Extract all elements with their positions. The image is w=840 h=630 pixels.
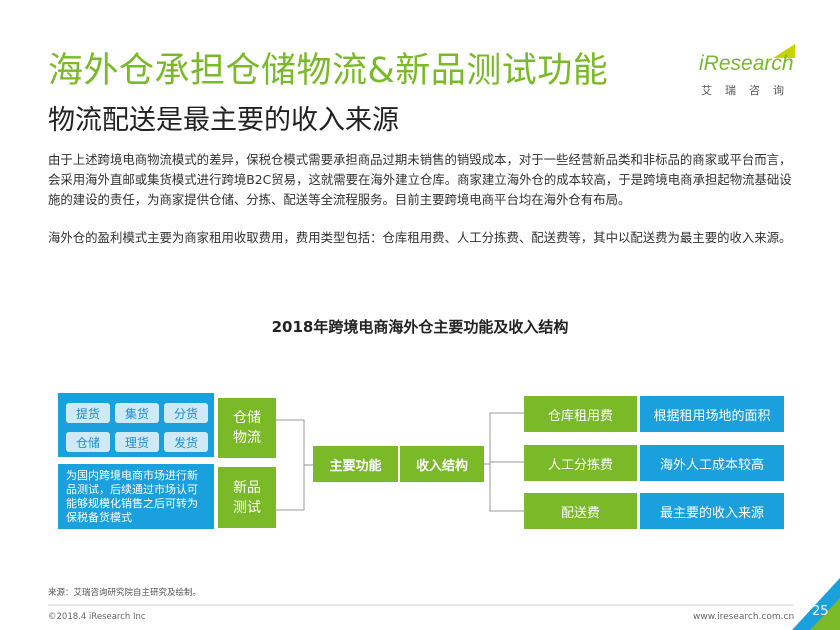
- new-product-description: 为国内跨境电商市场进行新品测试，后续通过市场认可能够规模化销售之后可转为保税备货…: [58, 464, 214, 529]
- revenue-paragraph: 海外仓的盈利模式主要为商家租用收取费用，费用类型包括：仓库租用费、人工分拣费、配…: [48, 230, 792, 245]
- page-title: 海外仓承担仓储物流&新品测试功能: [48, 51, 609, 91]
- revenue-warehouse-rent: 仓库租用费: [524, 396, 637, 432]
- website-link[interactable]: www.iresearch.com.cn: [693, 612, 795, 622]
- logo-mark-icon: [773, 44, 795, 58]
- page-number: 25: [812, 604, 829, 619]
- footer-divider: [48, 604, 793, 606]
- revenue-warehouse-rent-desc: 根据租用场地的面积: [640, 396, 784, 432]
- logo-brand: iResearch: [699, 52, 794, 75]
- diagram-title: 2018年跨境电商海外仓主要功能及收入结构: [271, 318, 569, 336]
- service-pickup: 提货: [66, 403, 110, 423]
- page-subtitle: 物流配送是最主要的收入来源: [48, 105, 399, 136]
- iresearch-logo: iResearch 艾瑞咨询: [693, 44, 798, 100]
- revenue-structure-box: 收入结构: [400, 446, 484, 482]
- revenue-sorting-fee: 人工分拣费: [524, 445, 637, 481]
- service-shipping: 发货: [164, 432, 208, 452]
- revenue-delivery-fee: 配送费: [524, 493, 637, 529]
- service-distribution: 分货: [164, 403, 208, 423]
- revenue-sorting-fee-desc: 海外人工成本较高: [640, 445, 784, 481]
- source-note: 来源：艾瑞咨询研究院自主研究及绘制。: [48, 588, 202, 598]
- intro-paragraph: 由于上述跨境电商物流模式的差异，保税仓模式需要承担商品过期未销售的销毁成本，对于…: [48, 152, 792, 207]
- service-consolidation: 集货: [115, 403, 159, 423]
- logo-chinese: 艾瑞咨询: [701, 84, 797, 97]
- copyright-text: ©2018.4 iResearch Inc: [48, 612, 146, 622]
- revenue-delivery-fee-desc: 最主要的收入来源: [640, 493, 784, 529]
- page-corner-decoration: [792, 578, 840, 630]
- main-function-box: 主要功能: [313, 446, 398, 482]
- service-sorting: 理货: [115, 432, 159, 452]
- service-warehousing: 仓储: [66, 432, 110, 452]
- storage-logistics-label: 仓储物流: [218, 398, 276, 458]
- left-bracket: [276, 419, 305, 511]
- new-product-test-label: 新品测试: [218, 467, 276, 528]
